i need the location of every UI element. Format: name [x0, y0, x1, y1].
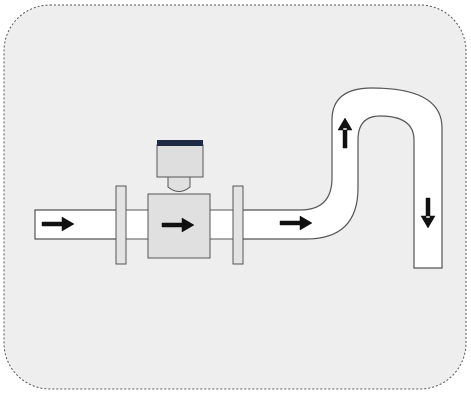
- flow-arrow-right-icon: [41, 216, 75, 232]
- transmitter-head: [156, 144, 204, 178]
- spool-right: [209, 209, 235, 240]
- flow-arrow-right-icon: [279, 215, 313, 231]
- left-flange: [115, 185, 127, 265]
- right-flange: [232, 185, 244, 265]
- transmitter-neck: [167, 175, 191, 192]
- flow-arrow-down-icon: [420, 197, 436, 229]
- flow-arrow-right-icon: [161, 217, 195, 233]
- flow-arrow-up-icon: [337, 117, 353, 149]
- spool-left: [125, 209, 149, 240]
- transmitter-cap: [157, 140, 203, 146]
